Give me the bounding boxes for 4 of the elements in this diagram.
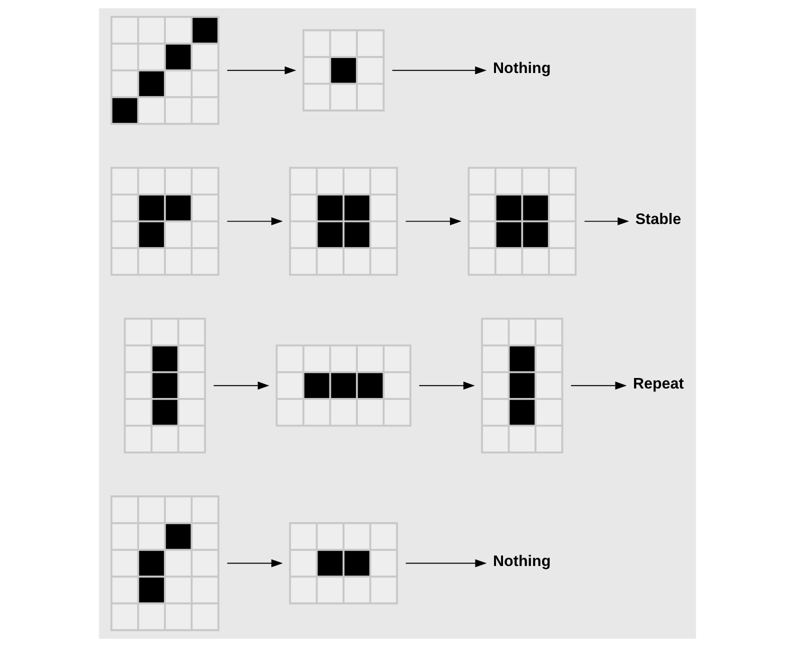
node-text: Nothing	[493, 552, 551, 570]
node-text: Repeat	[632, 375, 684, 392]
node-text: Nothing	[493, 60, 551, 78]
node-text: Stable	[635, 210, 682, 228]
